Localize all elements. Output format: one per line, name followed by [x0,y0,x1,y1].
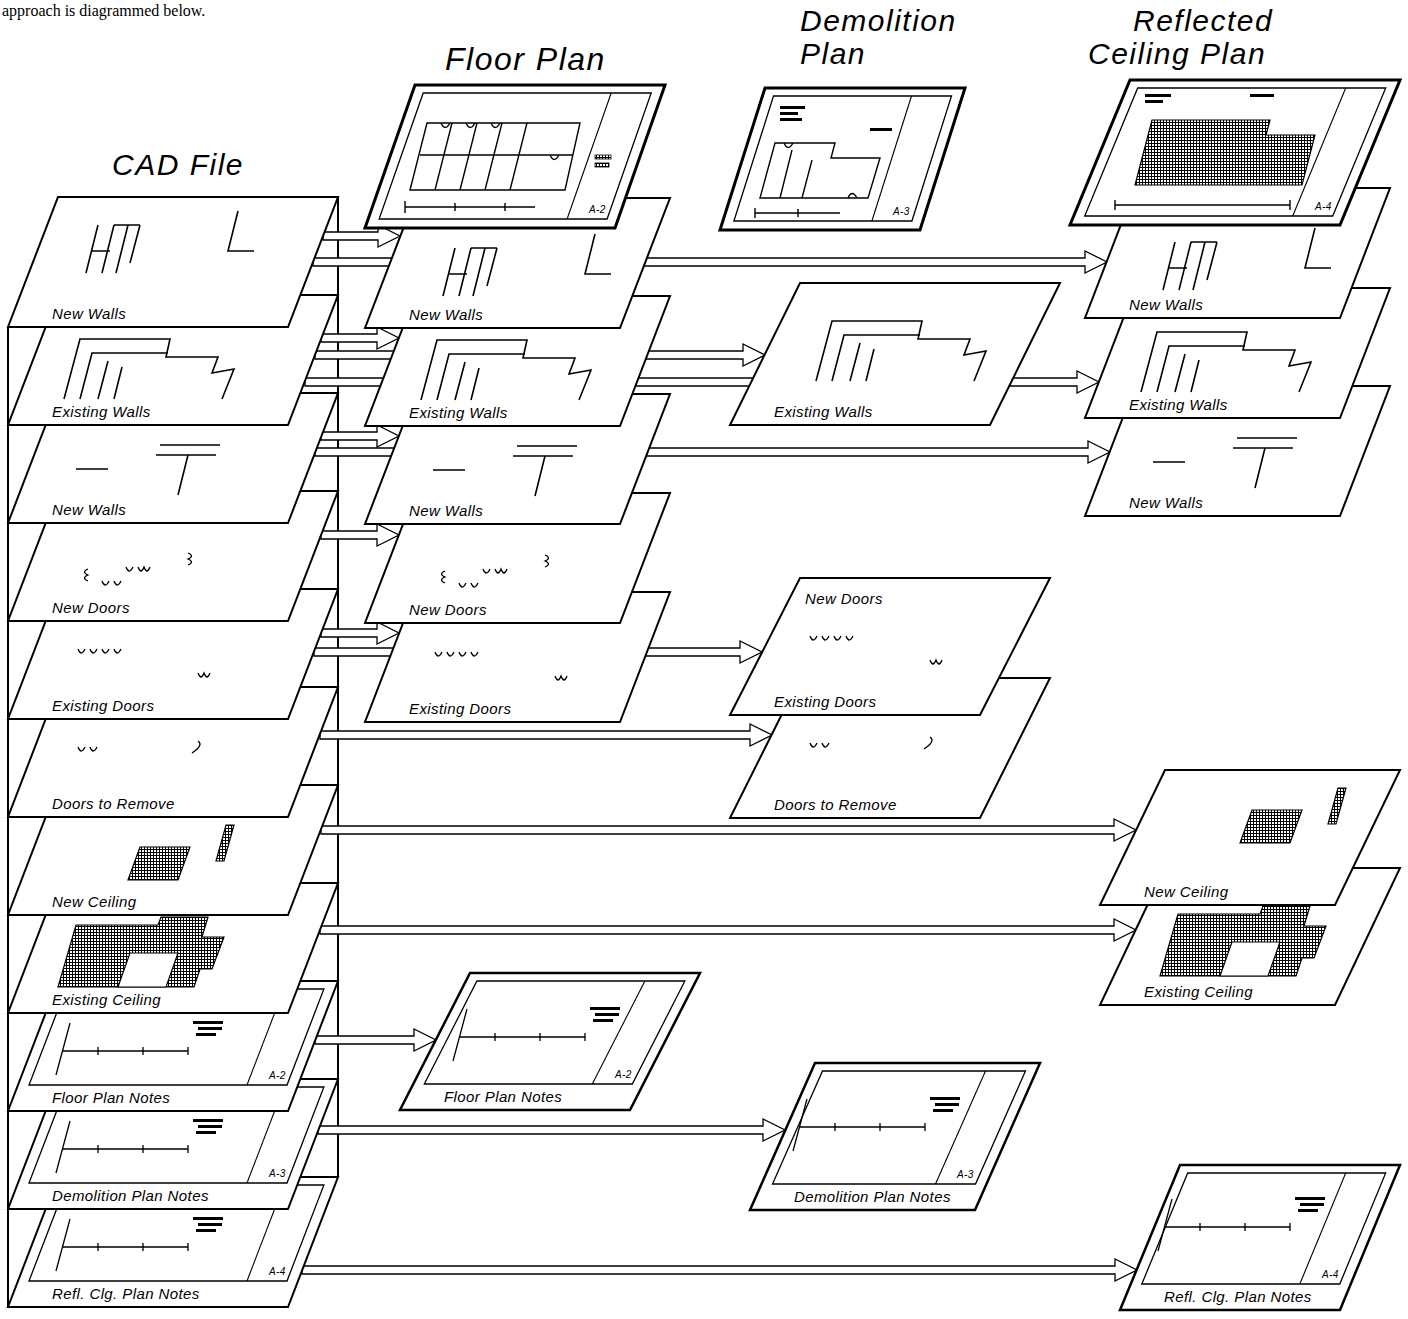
sheet-label: Existing Walls [52,403,151,420]
plan-sheet: A-4 [1070,80,1400,225]
arrow-shape [321,425,399,447]
sheet-label: Demolition Plan Notes [52,1187,209,1204]
sheet-label: Demolition Plan Notes [794,1188,951,1205]
layer-sheet: Floor Plan Notes A-2 [400,973,700,1110]
sheet-label: Existing Doors [774,693,876,710]
title-strip [567,93,611,219]
sheet-number: A-2 [589,204,606,216]
sheet-border [1070,80,1400,225]
sheet-number: A-4 [1322,1269,1339,1281]
sheet-label: Existing Ceiling [1144,983,1253,1000]
sheet-label: New Walls [1129,296,1203,313]
sheet-border [400,973,700,1110]
layer-arrow [320,724,772,746]
sheet-outline [720,88,965,230]
column-heading: Demolition Plan [800,4,987,70]
layer-sheet: Demolition Plan Notes A-3 [750,1063,1040,1210]
layer-arrow [318,1119,785,1141]
layer-arrow [321,622,399,644]
sheet-label: New Doors [409,601,487,618]
layer-arrow [321,524,399,546]
sheet-label: Floor Plan Notes [444,1088,562,1105]
sheet-outline [750,1063,1040,1210]
page-text: approach is diagrammed below. [2,2,205,20]
sheet-label: Doors to Remove [52,795,175,812]
sheet-frame [379,93,651,219]
sheet-frame [1142,1173,1386,1284]
sheet-border [750,1063,1040,1210]
sheet-label: Refl. Clg. Plan Notes [52,1285,200,1302]
arrow-shape [318,1119,785,1141]
layer-arrow [321,327,399,349]
sheet-frame [1085,88,1386,216]
demolition-plan-thumbnail [720,88,965,230]
sheet-border [730,578,1050,715]
sheet-border [1120,1165,1400,1310]
sheet-label: New Walls [52,305,126,322]
sheet-number: A-3 [957,1169,974,1181]
sheet-label: Floor Plan Notes [52,1089,170,1106]
layer-arrow [315,1029,436,1051]
sheet-label: New Walls [409,502,483,519]
sheet-number: A-3 [269,1168,286,1180]
arrow-shape [321,524,399,546]
sheet-number: A-4 [269,1266,286,1278]
sheet-label: New Walls [409,306,483,323]
ceiling-plan-thumbnail [1070,80,1400,225]
sheet-frame [424,981,685,1084]
sheet-label: Existing Walls [1129,396,1228,413]
sheet-label: New Walls [1129,494,1203,511]
arrow-shape [321,327,399,349]
plan-sheet: A-2 [365,85,665,228]
arrow-shape [321,819,1136,841]
sheet-label: New Walls [52,501,126,518]
sheet-number: A-2 [615,1069,632,1081]
layer-sheet: New Ceiling [1100,770,1400,905]
layer-arrow [320,919,1136,941]
title-strip [1300,1173,1346,1284]
sheet-label: Existing Walls [774,403,873,420]
column-heading: CAD File [112,148,244,181]
sheet-border [720,88,965,230]
sheet-label: Existing Doors [409,700,511,717]
sheet-label: Existing Ceiling [52,991,161,1008]
sheet-number: A-3 [893,206,910,218]
arrow-shape [302,1259,1137,1281]
layer-sheet: New DoorsExisting Doors [730,578,1050,715]
notes-sketch [750,1063,1040,1210]
layer-arrow [321,819,1136,841]
sheet-number: A-2 [269,1070,286,1082]
column-heading: Floor Plan [445,42,606,77]
layer-arrow [321,425,399,447]
sheet-frame [773,1071,1026,1184]
sheet-label: New Ceiling [52,893,136,910]
sheet-label: Existing Doors [52,697,154,714]
sheet-label: New Doors [52,599,130,616]
title-strip [936,1071,986,1184]
title-strip [592,981,645,1084]
sheet-frame [734,96,952,221]
floor-plan-thumbnail [365,85,665,228]
sheet-label: New Doors [805,590,883,607]
sheet-label: Refl. Clg. Plan Notes [1164,1288,1312,1305]
sheet-label: Existing Walls [409,404,508,421]
layer-sheet: Existing Walls [730,283,1060,425]
sheet-border [1100,770,1400,905]
layer-sheet: Refl. Clg. Plan Notes A-4 [1120,1165,1400,1310]
sheet-border [8,197,338,327]
arrow-shape [320,724,772,746]
sheet-number: A-4 [1315,201,1332,213]
arrow-shape [320,919,1136,941]
plan-sheet: A-3 [720,88,965,230]
layer-arrow [302,1259,1137,1281]
sheet-border [730,283,1060,425]
sheet-label: Doors to Remove [774,796,897,813]
arrow-shape [315,1029,436,1051]
sheet-border [365,85,665,228]
layer-sheet: New Walls [8,197,338,327]
column-heading: Reflected Ceiling Plan [1088,4,1337,70]
sheet-label: New Ceiling [1144,883,1228,900]
arrow-shape [321,622,399,644]
